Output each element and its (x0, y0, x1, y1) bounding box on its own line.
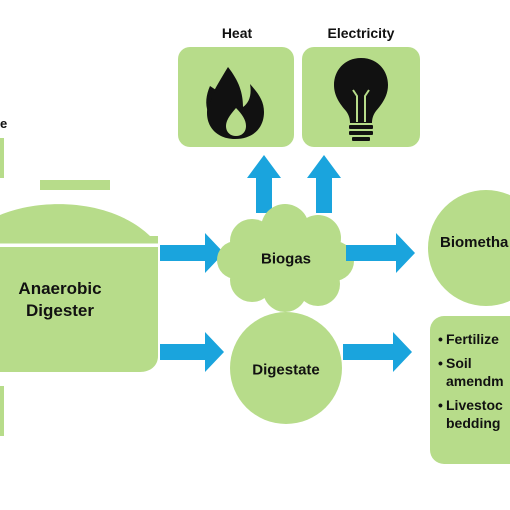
arrow-to-electricity (307, 155, 341, 213)
left-fragment-bottom (0, 386, 4, 436)
use-item-soil-amendment: Soil amendm (438, 354, 510, 390)
digestate-circle (230, 312, 342, 424)
use-item-livestock-bedding: Livestoc bedding (438, 396, 510, 432)
left-fragment-top (0, 138, 4, 178)
biogas-cloud (217, 204, 354, 312)
biomethane-circle (428, 190, 510, 306)
electricity-label: Electricity (327, 25, 395, 41)
biogas-label: Biogas (260, 250, 312, 268)
use-item-fertilizer: Fertilize (438, 330, 510, 348)
arrow-to-heat (247, 155, 281, 213)
arrow-digester-to-digestate (160, 332, 224, 372)
left-fragment-label: e (0, 116, 8, 131)
digester-label: Anaerobic Digester (18, 279, 102, 320)
digestate-label: Digestate (252, 361, 320, 379)
biomethane-label: Biometha (440, 234, 509, 251)
arrow-digester-to-biogas (160, 233, 224, 273)
flame-icon (206, 67, 264, 139)
light-bulb-icon (334, 58, 388, 141)
digestate-uses-list: Fertilize Soil amendm Livestoc bedding (438, 330, 510, 438)
arrow-digestate-to-uses (343, 332, 412, 372)
heat-label: Heat (221, 25, 253, 41)
arrow-biogas-to-biomethane (346, 233, 415, 273)
digester-tank (0, 180, 158, 372)
